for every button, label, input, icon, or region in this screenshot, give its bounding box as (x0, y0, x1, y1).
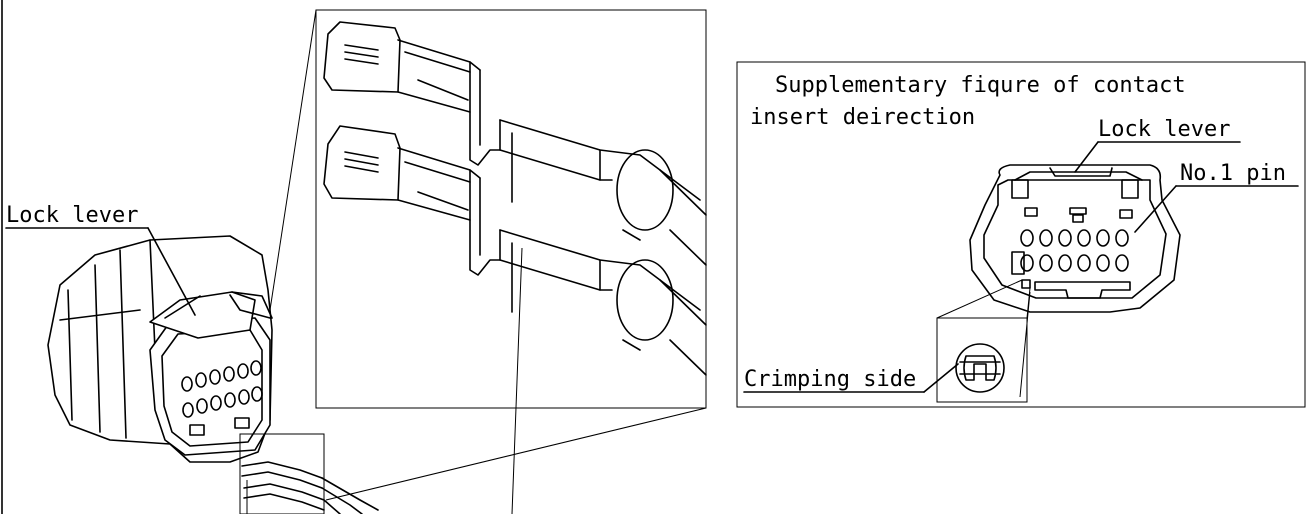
label-crimping-side: Crimping side (744, 367, 916, 392)
enlarged-contacts (323, 21, 707, 376)
connector-front-view (969, 164, 1181, 313)
enlarged-contacts-box (315, 9, 707, 409)
label-no1-pin: No.1 pin (1180, 161, 1286, 186)
pin-row-lower (1020, 254, 1129, 272)
crimping-detail-box (936, 317, 1028, 403)
leader-line-crimping-side (923, 363, 959, 393)
supp-title-line1: Supplementary fiqure of contact (775, 73, 1186, 98)
cavities-top-row (181, 360, 262, 392)
leader-line-lock-lever-right (1074, 141, 1099, 173)
contact-pair-small (239, 433, 379, 514)
leader-line-center (511, 247, 523, 514)
pin-row-upper (1020, 229, 1129, 247)
label-lock-lever-right: Lock lever (1098, 117, 1230, 142)
projection-line-top (269, 9, 317, 311)
leader-line-lock-lever-left (147, 227, 196, 316)
detail-projection-line (936, 279, 1023, 319)
projection-line-bottom (325, 407, 707, 501)
cavities-bottom-row (182, 386, 263, 418)
detail-projection-line (1019, 291, 1031, 398)
crimp-terminal-detail (955, 343, 1005, 393)
supplementary-figure-box (736, 61, 1306, 408)
label-lock-lever-left: Lock lever (6, 203, 138, 228)
leader-line-no1-pin (1134, 185, 1177, 233)
connector-housing (47, 235, 273, 463)
supp-title-line2: insert deirection (750, 105, 975, 130)
